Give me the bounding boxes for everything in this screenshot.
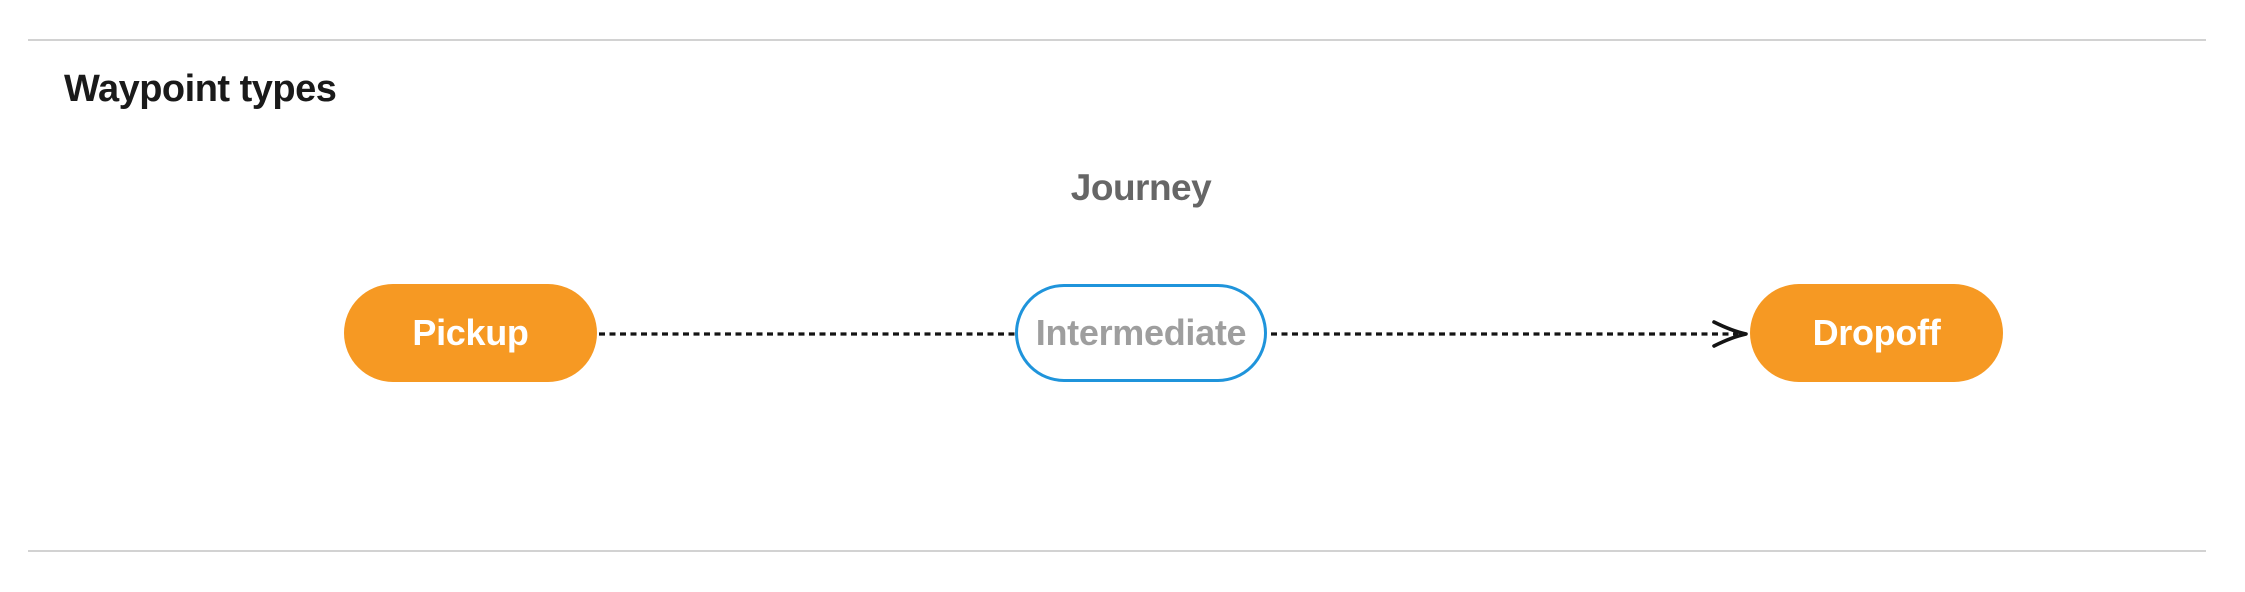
node-pickup: Pickup (344, 284, 597, 382)
node-dropoff: Dropoff (1750, 284, 2003, 382)
top-divider (28, 39, 2206, 41)
node-pickup-label: Pickup (412, 312, 529, 353)
section-title: Waypoint types (64, 68, 337, 110)
node-dropoff-label: Dropoff (1812, 312, 1941, 353)
arrowhead-icon (1712, 320, 1748, 348)
node-intermediate-label: Intermediate (1035, 312, 1247, 353)
node-intermediate: Intermediate (1015, 284, 1267, 382)
diagram-title: Journey (1070, 167, 1212, 208)
bottom-divider (28, 550, 2206, 552)
